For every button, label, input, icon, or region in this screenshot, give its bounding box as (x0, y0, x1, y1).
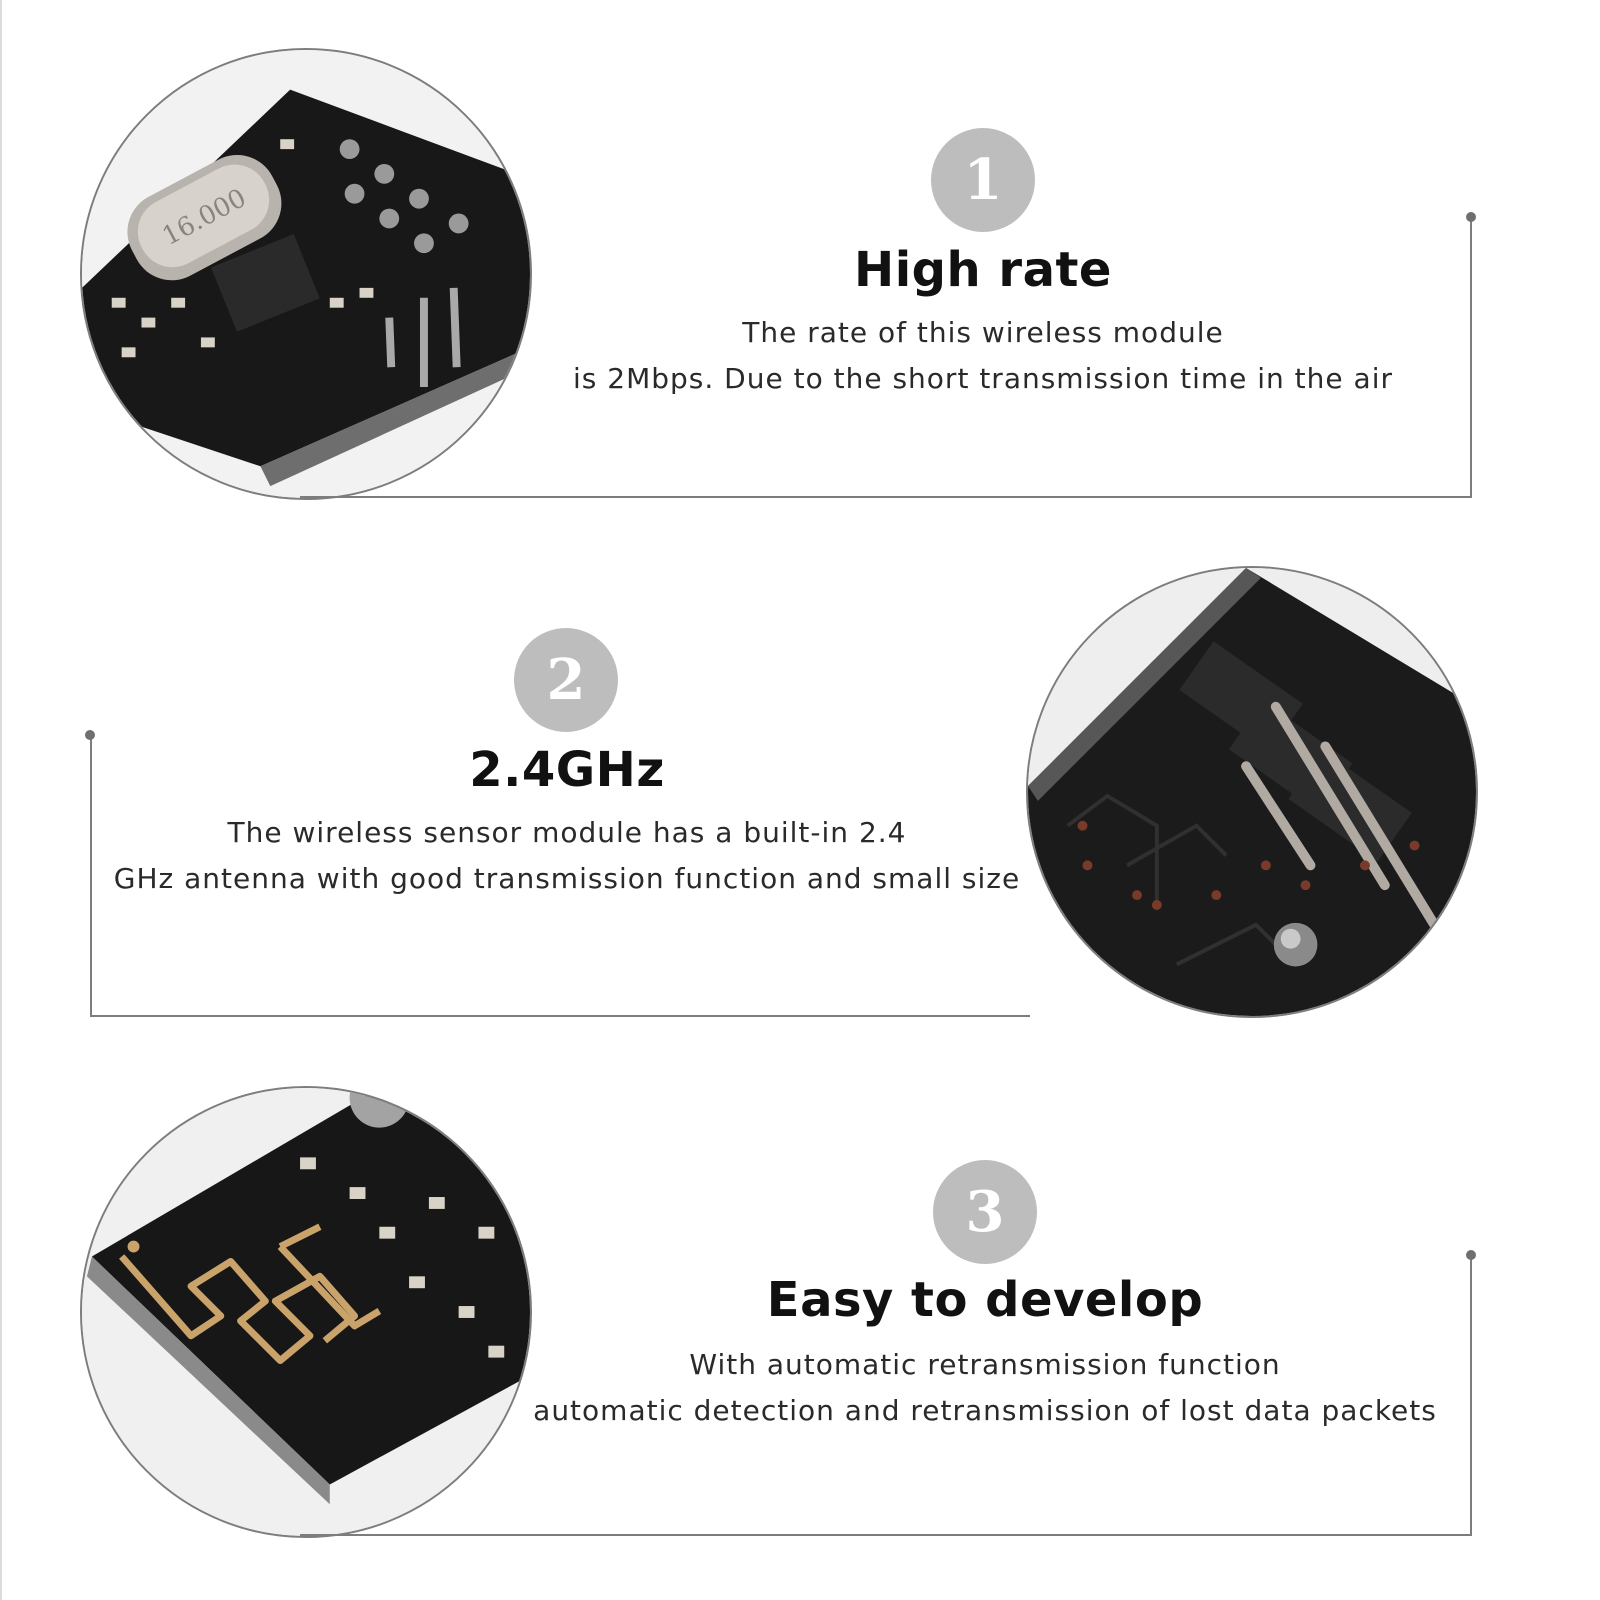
photo-crystal-closeup: 16.000 (80, 48, 532, 500)
feature-panel-high-rate: 16.000 1 High rate The rate of this wire… (0, 0, 1600, 520)
step-number-badge: 2 (514, 628, 618, 732)
step-number-badge: 3 (933, 1160, 1037, 1264)
frame-dot (1466, 212, 1476, 222)
feature-description: With automatic retransmission function a… (520, 1342, 1450, 1434)
description-line: With automatic retransmission function (689, 1348, 1281, 1381)
frame-bottom-line (300, 1534, 1472, 1536)
feature-title: Easy to develop (766, 1272, 1204, 1328)
frame-right-line (1470, 218, 1472, 498)
left-edge-strip (0, 0, 2, 1600)
feature-panel-easy-to-develop: 3 Easy to develop With automatic retrans… (0, 1060, 1600, 1580)
description-line: The wireless sensor module has a built-i… (227, 816, 907, 849)
description-line: automatic detection and retransmission o… (533, 1394, 1437, 1427)
description-line: GHz antenna with good transmission funct… (113, 862, 1021, 895)
feature-panel-2-4ghz: 2 2.4GHz The wireless sensor module has … (0, 520, 1600, 1040)
frame-dot (85, 730, 95, 740)
frame-left-line (90, 736, 92, 1017)
photo-underside-closeup (1026, 566, 1478, 1018)
description-line: is 2Mbps. Due to the short transmission … (573, 362, 1393, 395)
feature-description: The rate of this wireless module is 2Mbp… (540, 310, 1426, 402)
description-line: The rate of this wireless module (742, 316, 1224, 349)
pcb-crystal-illustration: 16.000 (82, 50, 530, 498)
frame-dot (1466, 1250, 1476, 1260)
feature-title: 2.4GHz (469, 742, 665, 798)
pcb-underside-illustration (1028, 568, 1476, 1016)
frame-bottom-line (90, 1015, 1030, 1017)
feature-description: The wireless sensor module has a built-i… (100, 810, 1034, 902)
feature-title: High rate (854, 242, 1112, 298)
frame-bottom-line (300, 496, 1472, 498)
frame-right-line (1470, 1256, 1472, 1536)
photo-antenna-closeup (80, 1086, 532, 1538)
pcb-antenna-illustration (82, 1088, 530, 1536)
step-number-badge: 1 (931, 128, 1035, 232)
